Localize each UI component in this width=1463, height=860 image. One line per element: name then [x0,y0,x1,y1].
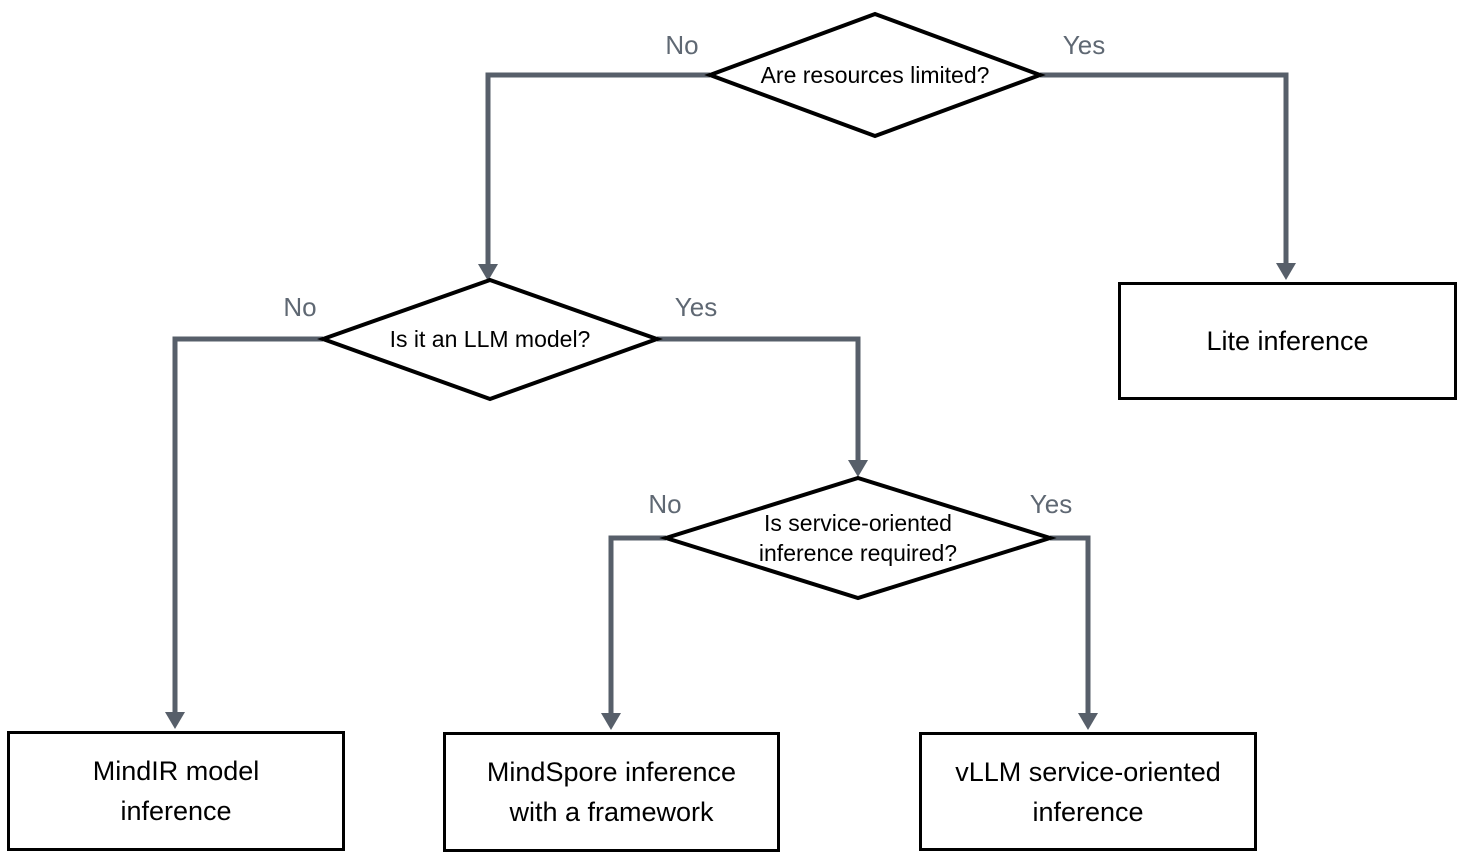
edge-d1-yes-line [1040,72,1289,265]
outcome-lite-inference: Lite inference [1118,282,1457,400]
decision-service-oriented-diamond [659,475,1057,601]
outcome-mindspore-inference-framework: MindSpore inference with a framework [443,732,780,852]
decision-resources-limited-question-text: Are resources limited? [760,62,990,88]
edge-label-d3-yes: Yes [1029,489,1073,519]
outcome-mindir-model-inference-label: MindIR model inference [92,756,260,826]
edge-d1-yes-arrowhead-icon [1276,263,1296,280]
edge-label-d2-yes: Yes [674,292,718,322]
edge-d3-yes-line [1050,535,1091,714]
outcome-lite-inference-label: Lite inference [1206,326,1369,356]
edge-label-d1-yes: Yes [1062,30,1106,60]
decision-service-oriented-question-text: Is service-oriented inference required? [758,510,958,566]
outcome-vllm-service-oriented-inference-label: vLLM service-oriented inference [955,756,1221,827]
edge-d2-yes-line [657,336,861,462]
edge-d2-yes-arrowhead-icon [848,460,868,477]
edge-label-d1-no: No [665,30,699,60]
edge-label-d2-no: No [283,292,317,322]
decision-llm-model-question-text: Is it an LLM model? [389,326,591,352]
outcome-vllm-service-oriented-inference: vLLM service-oriented inference [919,732,1257,851]
outcome-mindspore-inference-framework-label: MindSpore inference with a framework [486,757,737,827]
edge-d2-no-line [172,336,323,714]
edge-d2-no-arrowhead-icon [165,712,185,729]
outcome-mindir-model-inference: MindIR model inference [7,731,345,851]
decision-resources-limited-diamond [704,11,1046,139]
edge-d3-yes-arrowhead-icon [1078,713,1098,730]
decision-llm-model-diamond [317,277,663,402]
edge-d3-no-arrowhead-icon [601,713,621,730]
edge-d1-no-line [485,72,710,266]
edge-d3-no-line [608,535,666,714]
decision-service-oriented-question: Is service-oriented inference required? [738,500,978,576]
decision-resources-limited-question: Are resources limited? [715,45,1035,105]
decision-llm-model-question: Is it an LLM model? [330,309,650,369]
edge-d1-no-arrowhead-icon [478,264,498,281]
edge-label-d3-no: No [648,489,682,519]
